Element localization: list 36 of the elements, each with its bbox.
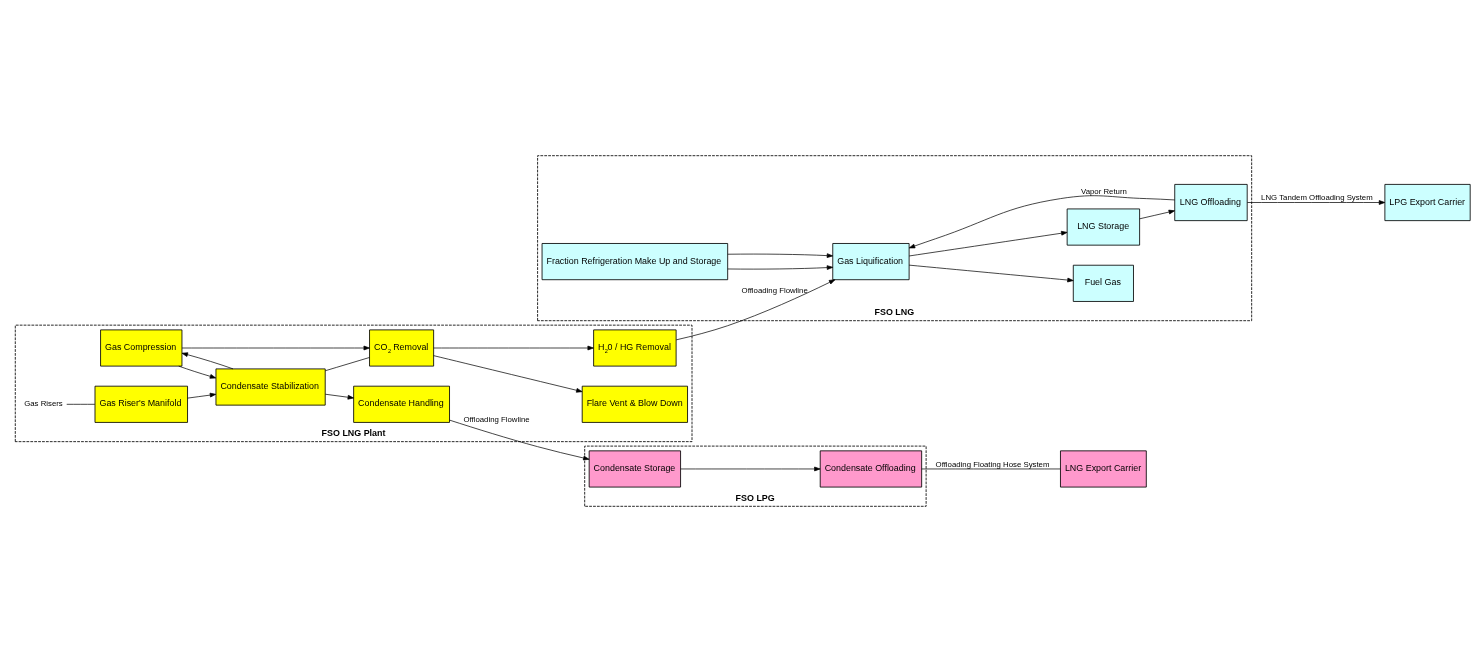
node-box: Condensate Offloading bbox=[819, 450, 923, 488]
arrow bbox=[908, 230, 1068, 257]
arrow bbox=[178, 365, 217, 379]
node-box: LNG Storage bbox=[1066, 208, 1141, 246]
node-box: Flare Vent & Blow Down bbox=[581, 385, 688, 423]
arrow bbox=[324, 393, 354, 400]
node-box: Condensate Storage bbox=[588, 450, 681, 488]
connector bbox=[921, 468, 1061, 470]
arrow bbox=[449, 419, 590, 461]
arrow bbox=[675, 279, 836, 341]
node-box: LNG Export Carrier bbox=[1060, 450, 1147, 488]
arrow bbox=[908, 264, 1074, 283]
node-box: Fuel Gas bbox=[1072, 264, 1134, 302]
node-box: Gas Liquification bbox=[832, 243, 910, 281]
node-box: Gas Compression bbox=[100, 329, 183, 367]
arrow bbox=[727, 253, 834, 258]
arrow bbox=[433, 345, 594, 351]
node-box: Fraction Refrigeration Make Up and Storage bbox=[541, 243, 729, 281]
arrow bbox=[908, 195, 1175, 249]
node-box: Condensate Stabilization bbox=[215, 368, 326, 406]
node-box: H$_{2}$0 / HG Removal bbox=[593, 329, 677, 367]
arrow bbox=[433, 355, 583, 393]
node-box: LNG Offloading bbox=[1174, 184, 1248, 222]
arrow bbox=[1247, 200, 1386, 205]
node-box: Gas Riser's Manifold bbox=[94, 385, 188, 423]
arrow bbox=[727, 265, 834, 270]
arrow bbox=[181, 352, 234, 370]
arrow bbox=[187, 392, 217, 399]
arrow bbox=[680, 466, 821, 472]
connector bbox=[66, 403, 96, 405]
node-box: CO$_{2}$ Removal bbox=[369, 329, 435, 367]
connector bbox=[324, 357, 370, 372]
node-box: LPG Export Carrier bbox=[1384, 184, 1471, 222]
arrow bbox=[181, 345, 370, 351]
arrow bbox=[1139, 209, 1175, 220]
node-box: Condensate Handling bbox=[353, 385, 450, 423]
